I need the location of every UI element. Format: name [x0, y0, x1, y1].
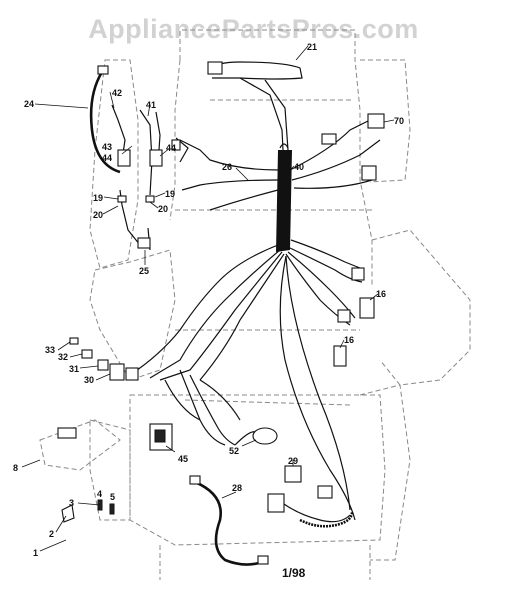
left-connectors-cluster: [69, 337, 139, 381]
callout-42: 42: [112, 88, 122, 98]
callout-19: 19: [165, 189, 175, 199]
connector-part: [267, 493, 285, 513]
callout-2: 2: [49, 529, 54, 539]
callout-43: 43: [102, 142, 112, 152]
terminal-part: [97, 359, 109, 371]
connector-part: [125, 367, 139, 381]
connector-part: [359, 297, 375, 319]
callout-20: 20: [93, 210, 103, 220]
callout-32: 32: [58, 352, 68, 362]
fuse-part: [109, 503, 115, 515]
connector-part: [171, 139, 181, 151]
top-connector-21: [207, 61, 303, 151]
battery-cable-28: [189, 475, 269, 566]
callout-28: 28: [232, 483, 242, 493]
terminal-part: [257, 555, 269, 565]
callout-41: 41: [146, 100, 156, 110]
connector-part: [317, 485, 333, 499]
lower-left-parts: [39, 419, 121, 523]
connector-part-29: [284, 465, 302, 483]
callout-45: 45: [178, 454, 188, 464]
harness-branches: [129, 139, 363, 521]
switch-part: [149, 149, 163, 167]
callout-44: 44: [166, 143, 176, 153]
spacer-part: [145, 195, 155, 203]
clip-part: [137, 237, 151, 249]
callout-16: 16: [376, 289, 386, 299]
callout-29: 29: [288, 456, 298, 466]
lower-right-connectors-29: [267, 465, 354, 528]
right-connectors-16: [333, 267, 375, 367]
page-code: 1/98: [282, 566, 306, 580]
callout-52: 52: [229, 446, 239, 456]
callout-3: 3: [69, 498, 74, 508]
terminal-part: [81, 349, 93, 359]
callout-16: 16: [344, 335, 354, 345]
connector-part: [321, 133, 337, 145]
callout-25: 25: [139, 266, 149, 276]
callouts: 1 2 3 4 5 8 16 16 19 19 20 20 21 24 25 2…: [13, 42, 404, 558]
connector-part: [361, 165, 377, 181]
terminal-part: [189, 475, 201, 485]
connector-part: [97, 65, 109, 75]
lower-center-parts: [149, 423, 278, 451]
callout-4: 4: [97, 489, 102, 499]
switch-part: [117, 149, 131, 167]
chassis-outline: [89, 29, 471, 580]
left-assemblies: [89, 65, 189, 251]
leader-lines: [21, 45, 395, 552]
watermark-text: AppliancePartsPros.com: [88, 14, 419, 44]
callout-26: 26: [222, 162, 232, 172]
callout-70: 70: [394, 116, 404, 126]
callout-8: 8: [13, 463, 18, 473]
callout-5: 5: [110, 492, 115, 502]
callout-1: 1: [33, 548, 38, 558]
callout-30: 30: [84, 375, 94, 385]
callout-44: 44: [102, 153, 112, 163]
connector-part: [109, 363, 125, 381]
spacer-part: [117, 195, 127, 203]
callout-20: 20: [158, 204, 168, 214]
callout-31: 31: [69, 364, 79, 374]
relay-contact: [154, 429, 166, 443]
callout-40: 40: [294, 162, 304, 172]
connector-part: [337, 309, 351, 323]
connector-part: [333, 345, 347, 367]
ground-wire-24: [89, 71, 121, 174]
right-connectors-70: [289, 113, 385, 189]
bracket-part: [57, 427, 77, 439]
main-loom-40: [276, 143, 292, 252]
callout-33: 33: [45, 345, 55, 355]
callout-21: 21: [307, 42, 317, 52]
callout-19: 19: [93, 193, 103, 203]
terminal-part: [69, 337, 79, 345]
connector-part: [367, 113, 385, 129]
connector-part: [351, 267, 365, 281]
callout-24: 24: [24, 99, 34, 109]
module-part-52: [252, 427, 278, 445]
connector-part: [207, 61, 223, 75]
